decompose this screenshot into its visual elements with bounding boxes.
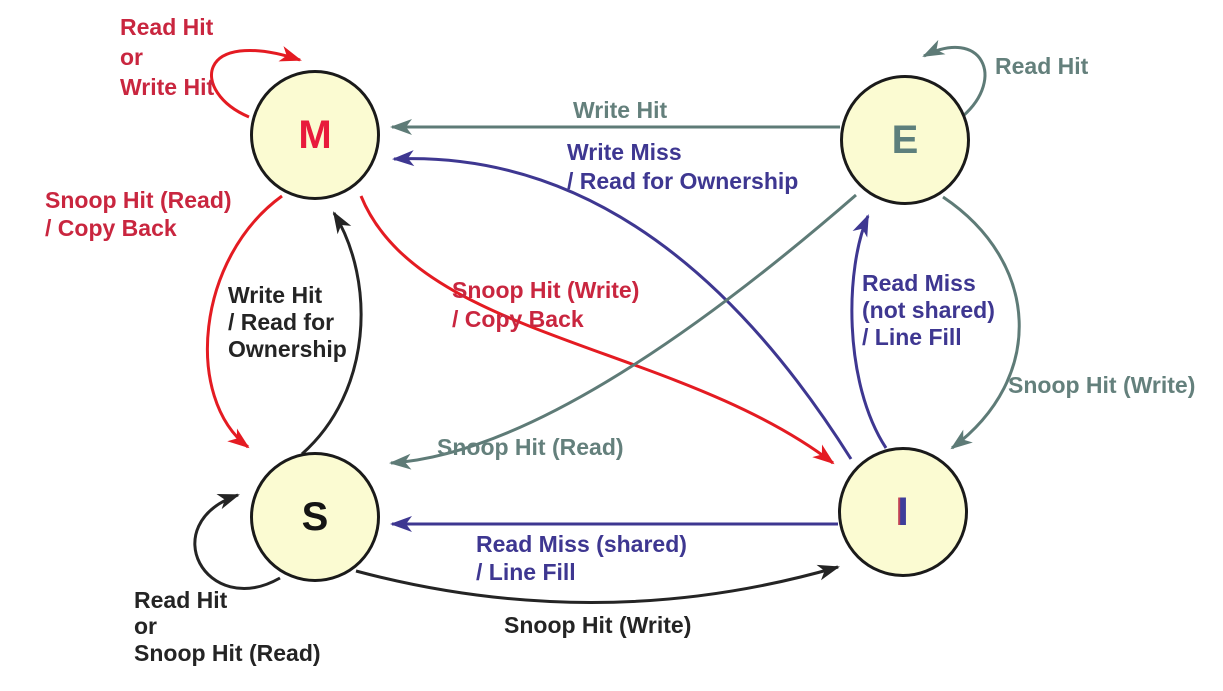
label-e-self-loop: Read Hit	[995, 53, 1089, 79]
label-i-to-s: Read Miss (shared) / Line Fill	[476, 531, 687, 586]
label-s-to-i: Snoop Hit (Write)	[504, 612, 692, 638]
state-letter-i: I	[897, 489, 909, 534]
label-e-to-i: Snoop Hit (Write)	[1008, 372, 1196, 398]
edge-i-to-e	[850, 214, 888, 449]
edge-e-to-s	[389, 193, 857, 470]
label-e-to-m: Write Hit	[573, 97, 668, 123]
edge-m-to-i	[359, 195, 835, 465]
label-s-self-loop: Read Hit or Snoop Hit (Read)	[134, 587, 321, 666]
state-node-exclusive: E	[840, 75, 970, 205]
label-i-to-e: Read Miss (not shared) / Line Fill	[862, 270, 995, 351]
edge-s-to-m	[301, 211, 363, 456]
label-s-to-m: Write Hit / Read for Ownership	[228, 282, 347, 363]
state-letter-e: E	[891, 117, 919, 162]
edge-i-to-m	[392, 150, 853, 460]
state-node-modified: M	[250, 70, 380, 200]
edge-m-to-s	[205, 194, 283, 449]
edge-e-to-i	[942, 195, 1021, 450]
edge-m-self-loop	[210, 46, 302, 119]
edge-s-to-i	[355, 564, 840, 605]
label-m-to-s: Snoop Hit (Read) / Copy Back	[45, 187, 232, 242]
edge-s-self-loop	[193, 493, 281, 590]
label-e-to-s: Snoop Hit (Read)	[437, 434, 624, 460]
state-letter-s: S	[301, 494, 329, 539]
label-i-to-m: Write Miss / Read for Ownership	[567, 139, 799, 194]
label-m-self-loop: Read Hit or Write Hit	[120, 14, 215, 100]
label-m-to-i: Snoop Hit (Write) / Copy Back	[452, 277, 640, 332]
state-node-invalid: I	[838, 447, 968, 577]
state-node-shared: S	[250, 452, 380, 582]
state-letter-m: M	[298, 112, 332, 157]
edge-e-self-loop	[922, 39, 987, 118]
